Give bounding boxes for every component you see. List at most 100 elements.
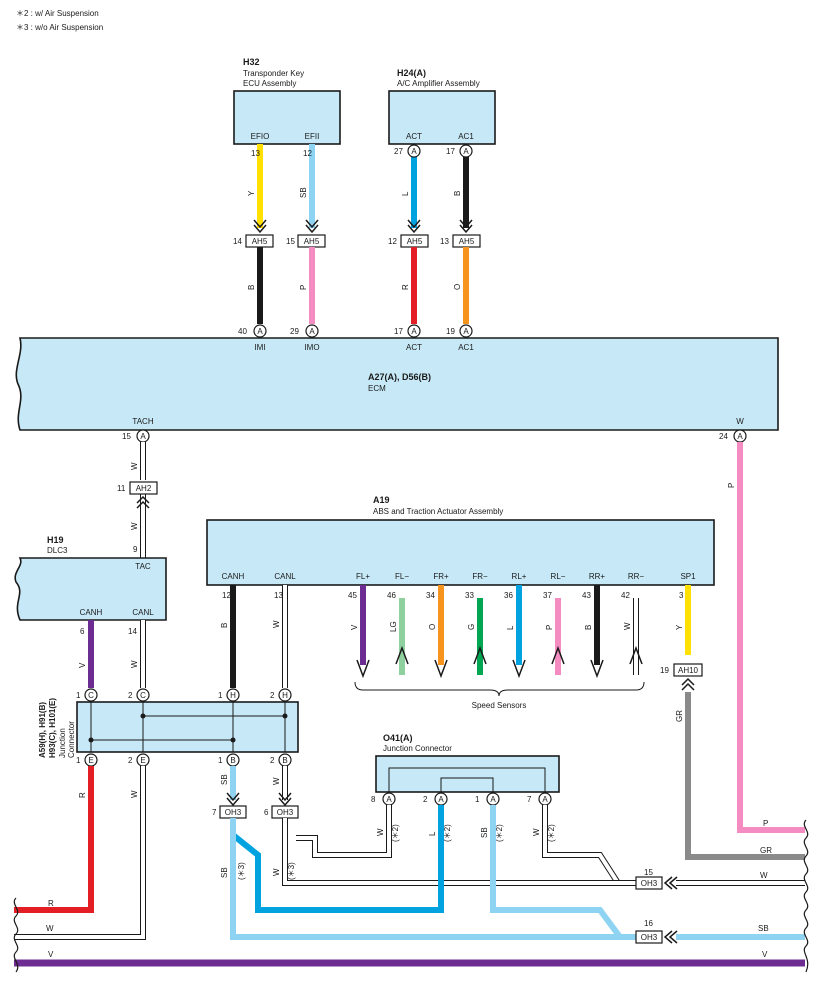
ecm-code: A27(A), D56(B): [368, 372, 431, 382]
svg-text:A19: A19: [373, 495, 390, 505]
h24-code: H24(A): [397, 68, 426, 78]
svg-text:CANL: CANL: [274, 572, 296, 581]
wire-label-b: B: [453, 191, 462, 196]
wire-r-jc-e1: [14, 766, 94, 913]
svg-text:L: L: [428, 831, 437, 836]
connector-ah10: [673, 663, 703, 677]
speed-sensors-brace: [354, 681, 645, 697]
component-a19: A19 ABS and Traction Actuator Assembly C…: [206, 495, 715, 586]
a19-pin-numbers: 12 13 45 46 34 33 36 37 43 42 3: [222, 591, 684, 600]
connector-a-27: [407, 144, 421, 158]
svg-text:A: A: [737, 432, 743, 441]
svg-text:AC1: AC1: [458, 343, 474, 352]
svg-text:B: B: [282, 756, 287, 765]
svg-text:OH3: OH3: [277, 808, 294, 817]
svg-text:ACT: ACT: [406, 343, 422, 352]
svg-text:A: A: [411, 327, 417, 336]
svg-text:GR: GR: [760, 846, 772, 855]
svg-text:13: 13: [274, 591, 283, 600]
svg-text:OH3: OH3: [225, 808, 242, 817]
svg-text:Junction Connector: Junction Connector: [383, 744, 452, 753]
speed-sensor-wire-labels: V LG O G L P B W: [350, 621, 632, 632]
wire-gr-sp1: [685, 692, 805, 860]
svg-text:11: 11: [117, 484, 126, 493]
svg-text:24: 24: [719, 432, 728, 441]
svg-text:H: H: [230, 691, 236, 700]
svg-text:15: 15: [286, 237, 295, 246]
svg-text:OH3: OH3: [641, 879, 658, 888]
svg-text:W: W: [130, 522, 139, 530]
svg-text:SB: SB: [220, 867, 229, 878]
svg-text:AH10: AH10: [678, 666, 699, 675]
pin-act: ACT: [406, 132, 422, 141]
svg-text:SB: SB: [758, 924, 769, 933]
svg-text:CANH: CANH: [222, 572, 245, 581]
svg-text:Y: Y: [675, 624, 684, 630]
jc1-bottom-pins: 1 E 2 E 1 B 2 B: [76, 753, 292, 767]
svg-text:1: 1: [218, 691, 223, 700]
svg-text:O: O: [428, 624, 437, 630]
component-o41: O41(A) Junction Connector: [375, 733, 560, 793]
pin-num-13: 13: [251, 149, 260, 158]
svg-text:E: E: [88, 756, 93, 765]
svg-text:IMO: IMO: [304, 343, 319, 352]
svg-text:Connector: Connector: [67, 721, 76, 758]
h19-box: [14, 557, 167, 621]
h32-name-line2: ECU Assembly: [243, 79, 296, 88]
svg-text:LG: LG: [389, 621, 398, 632]
svg-text:L: L: [506, 625, 515, 630]
svg-text:15: 15: [644, 868, 653, 877]
svg-text:A: A: [257, 327, 263, 336]
component-h24: H24(A) A/C Amplifier Assembly ACT AC1: [388, 68, 496, 145]
wire-sb-oh3-16: [230, 818, 636, 940]
svg-text:AH5: AH5: [407, 237, 423, 246]
svg-text:(＊2): (＊2): [443, 824, 452, 842]
svg-text:TACH: TACH: [132, 417, 153, 426]
svg-text:(＊2): (＊2): [495, 824, 504, 842]
svg-text:29: 29: [290, 327, 299, 336]
svg-text:W: W: [376, 828, 385, 836]
svg-text:1: 1: [76, 756, 81, 765]
ecm-box: [15, 337, 779, 431]
svg-text:AH5: AH5: [252, 237, 268, 246]
svg-text:2: 2: [128, 691, 133, 700]
svg-text:46: 46: [387, 591, 396, 600]
svg-text:7: 7: [527, 795, 532, 804]
svg-text:G: G: [467, 624, 476, 630]
svg-text:37: 37: [543, 591, 552, 600]
wire-label-y: Y: [247, 190, 256, 196]
break-marks: [13, 819, 809, 973]
svg-text:15: 15: [122, 432, 131, 441]
svg-text:12: 12: [222, 591, 231, 600]
svg-text:W: W: [736, 417, 744, 426]
svg-text:DLC3: DLC3: [47, 546, 68, 555]
svg-text:H: H: [282, 691, 288, 700]
svg-text:2: 2: [270, 691, 275, 700]
svg-text:A: A: [490, 795, 496, 804]
svg-text:42: 42: [621, 591, 630, 600]
svg-text:P: P: [763, 819, 768, 828]
svg-text:H19: H19: [47, 535, 64, 545]
svg-text:W: W: [532, 828, 541, 836]
ah5-connectors: 14 AH5 15 AH5 12 AH5 13 AH5: [233, 234, 481, 248]
svg-text:A: A: [140, 432, 146, 441]
svg-text:CANH: CANH: [80, 608, 103, 617]
svg-text:W: W: [272, 868, 281, 876]
svg-text:P: P: [545, 625, 554, 630]
ah5-arrows: [253, 219, 473, 234]
svg-text:43: 43: [582, 591, 591, 600]
h24-box: [388, 90, 496, 145]
svg-text:19: 19: [660, 666, 669, 675]
h32-name-line1: Transponder Key: [243, 69, 304, 78]
svg-text:TAC: TAC: [135, 562, 151, 571]
svg-text:(＊3): (＊3): [287, 862, 296, 880]
svg-text:B: B: [247, 285, 256, 290]
svg-text:12: 12: [388, 237, 397, 246]
o41-box: [375, 755, 560, 793]
o41-pins: 8 A 2 A 1 A 7 A: [371, 792, 552, 806]
svg-text:R: R: [401, 284, 410, 290]
speed-sensor-wires: [356, 585, 643, 679]
wire-p-ecm-w: [737, 442, 805, 833]
a19-box: [206, 519, 715, 586]
svg-text:1: 1: [475, 795, 480, 804]
